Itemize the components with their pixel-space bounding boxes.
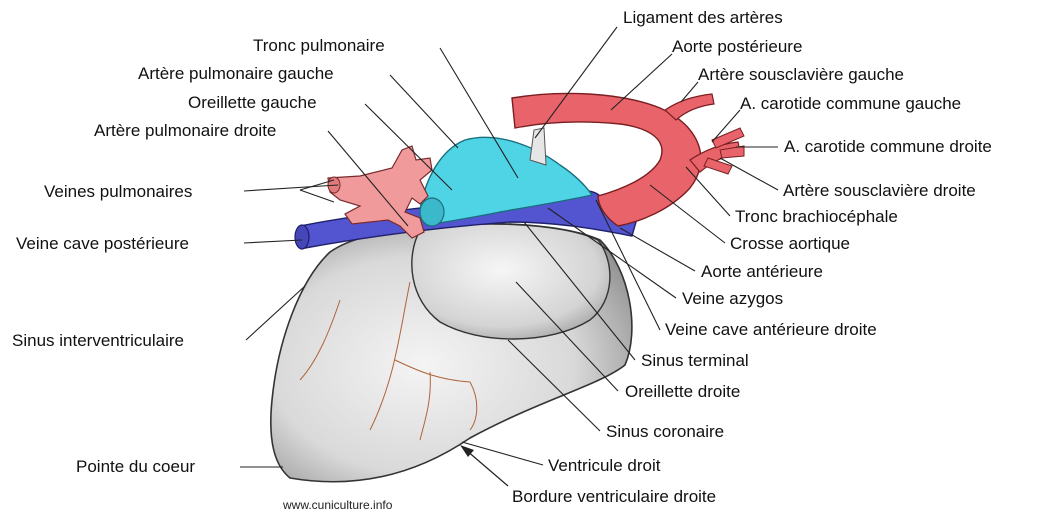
label-artere-pulmonaire-gauche: Artère pulmonaire gauche [138,64,334,84]
label-ligament-arteres: Ligament des artères [623,8,783,28]
label-tronc-pulmonaire: Tronc pulmonaire [253,36,385,56]
label-sinus-interventriculaire: Sinus interventriculaire [12,331,184,351]
label-tronc-brachiocephale: Tronc brachiocéphale [735,207,898,227]
label-artere-sousclaviere-gauche: Artère sousclavière gauche [698,65,904,85]
left-subclavian-artery [665,94,714,120]
label-veine-cave-posterieure: Veine cave postérieure [16,234,189,254]
label-carotide-droite: A. carotide commune droite [784,137,992,157]
vena-cava-end [295,225,309,249]
right-atrium [412,224,610,339]
label-oreillette-droite: Oreillette droite [625,382,740,402]
label-artere-sousclaviere-droite: Artère sousclavière droite [783,181,976,201]
label-veines-pulmonaires: Veines pulmonaires [44,182,192,202]
label-pointe-du-coeur: Pointe du coeur [76,457,195,477]
label-sinus-coronaire: Sinus coronaire [606,422,724,442]
label-aorte-anterieure: Aorte antérieure [701,262,823,282]
label-crosse-aortique: Crosse aortique [730,234,850,254]
label-veine-azygos: Veine azygos [682,289,783,309]
label-artere-pulmonaire-droite: Artère pulmonaire droite [94,121,276,141]
label-ventricule-droit: Ventricule droit [548,456,660,476]
credit-text: www.cuniculture.info [283,498,392,512]
label-carotide-gauche: A. carotide commune gauche [740,94,961,114]
arrow-icon [460,445,508,486]
label-veine-cave-anterieure-droite: Veine cave antérieure droite [665,320,877,340]
label-aorte-posterieure: Aorte postérieure [672,37,802,57]
label-sinus-terminal: Sinus terminal [641,351,749,371]
label-bordure-ventriculaire-droite: Bordure ventriculaire droite [512,487,716,507]
label-oreillette-gauche: Oreillette gauche [188,93,317,113]
pulmonary-trunk-opening [420,198,444,226]
